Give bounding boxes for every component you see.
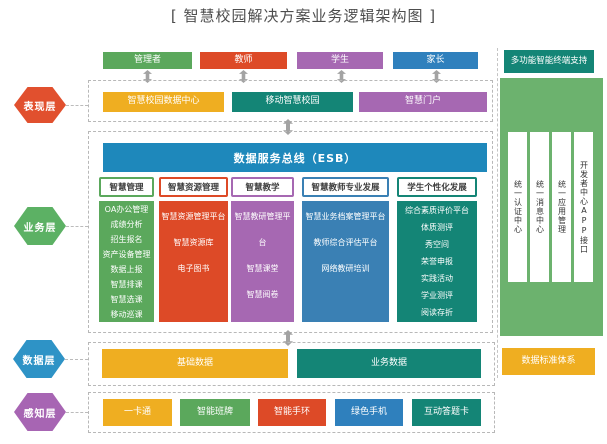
divider (497, 48, 498, 378)
business-column-smart-management: OA办公管理 成绩分析 招生报名 资产设备管理 数据上报 智慧排课 智慧选课 移… (99, 201, 154, 322)
updown-arrow-icon (337, 70, 346, 83)
layer-hexagon-business: 业务层 (14, 207, 66, 245)
presentation-item-data-center: 智慧校园数据中心 (103, 92, 224, 112)
column-item: 成绩分析 (110, 220, 143, 229)
role-box-parent: 家长 (393, 52, 478, 69)
perception-item-onecard: 一卡通 (103, 399, 172, 426)
layer-hexagon-presentation: 表现层 (14, 87, 66, 123)
perception-item-green-phone: 绿色手机 (335, 399, 403, 426)
pillar-app-management: 统一应用管理 (552, 132, 571, 282)
data-layer-box (88, 342, 495, 386)
column-item: 招生报名 (110, 235, 143, 244)
data-standard-bar: 数据标准体系 (502, 348, 595, 375)
connector-line (66, 412, 88, 413)
column-item: 智慧业务档案管理平台 (305, 212, 386, 221)
page-title: [ 智慧校园解决方案业务逻辑架构图 ] (170, 7, 437, 25)
column-header-student-development: 学生个性化发展 (397, 177, 477, 197)
column-item: 智慧阅卷 (246, 290, 279, 299)
column-item: 智慧排课 (110, 280, 143, 289)
business-column-smart-resources: 智慧资源管理平台 智慧资源库 电子图书 (159, 201, 228, 322)
role-box-student: 学生 (297, 52, 383, 69)
column-item: 数据上报 (110, 265, 143, 274)
column-item: 资产设备管理 (102, 250, 151, 259)
terminal-support-bar: 多功能智能终端支持 (504, 50, 594, 73)
pillar-developer-api: 开发者中心APP接口 (574, 132, 593, 282)
column-item: 秀空间 (425, 240, 449, 249)
column-header-smart-resources: 智慧资源管理 (159, 177, 228, 197)
updown-arrow-icon (239, 70, 248, 83)
column-item: 教师综合评估平台 (313, 238, 378, 247)
column-item: 智慧课堂 (246, 264, 279, 273)
column-item: 智慧教研管理平台 (234, 212, 291, 247)
esb-bar: 数据服务总线（ESB） (103, 143, 487, 172)
column-header-smart-management: 智慧管理 (99, 177, 154, 197)
data-item-business-data: 业务数据 (297, 349, 481, 378)
perception-item-answer-card: 互动答题卡 (412, 399, 481, 426)
column-item: 体质测评 (421, 223, 453, 232)
role-box-teacher: 教师 (200, 52, 287, 69)
perception-item-smart-band: 智能手环 (258, 399, 326, 426)
updown-arrow-icon (143, 70, 152, 83)
column-item: 阅读存折 (421, 308, 453, 317)
column-item: 荣誉申报 (421, 257, 453, 266)
layer-hexagon-data: 数据层 (13, 340, 65, 378)
presentation-item-mobile-campus: 移动智慧校园 (232, 92, 353, 112)
column-item: 综合素质评价平台 (405, 206, 469, 215)
connector-line (66, 226, 88, 227)
layer-hexagon-perception: 感知层 (14, 393, 66, 431)
column-item: 智慧选课 (110, 295, 143, 304)
column-item: OA办公管理 (104, 205, 149, 214)
pillar-message-center: 统一消息中心 (530, 132, 549, 282)
updown-arrow-icon (283, 330, 293, 346)
pillar-auth-center: 统一认证中心 (508, 132, 527, 282)
connector-line (66, 105, 88, 106)
column-header-teacher-development: 智慧教师专业发展 (302, 177, 389, 197)
column-item: 智慧资源库 (173, 238, 214, 247)
updown-arrow-icon (432, 70, 441, 83)
presentation-item-portal: 智慧门户 (359, 92, 487, 112)
updown-arrow-icon (283, 119, 293, 135)
perception-layer-box (88, 392, 495, 433)
business-column-smart-teaching: 智慧教研管理平台 智慧课堂 智慧阅卷 (231, 201, 294, 322)
business-column-teacher-development: 智慧业务档案管理平台 教师综合评估平台 网络教研培训 (302, 201, 389, 322)
data-item-basic-data: 基础数据 (102, 349, 288, 378)
column-item: 学业测评 (421, 291, 453, 300)
column-header-smart-teaching: 智慧教学 (231, 177, 294, 197)
column-item: 实践活动 (421, 274, 453, 283)
column-item: 移动巡课 (110, 310, 143, 319)
perception-item-smart-board: 智能班牌 (180, 399, 250, 426)
column-item: 智慧资源管理平台 (161, 212, 226, 221)
role-box-admin: 管理者 (103, 52, 192, 69)
connector-line (65, 359, 88, 360)
column-item: 网络教研培训 (321, 264, 370, 273)
business-column-student-development: 综合素质评价平台 体质测评 秀空间 荣誉申报 实践活动 学业测评 阅读存折 (397, 201, 477, 322)
column-item: 电子图书 (177, 264, 210, 273)
